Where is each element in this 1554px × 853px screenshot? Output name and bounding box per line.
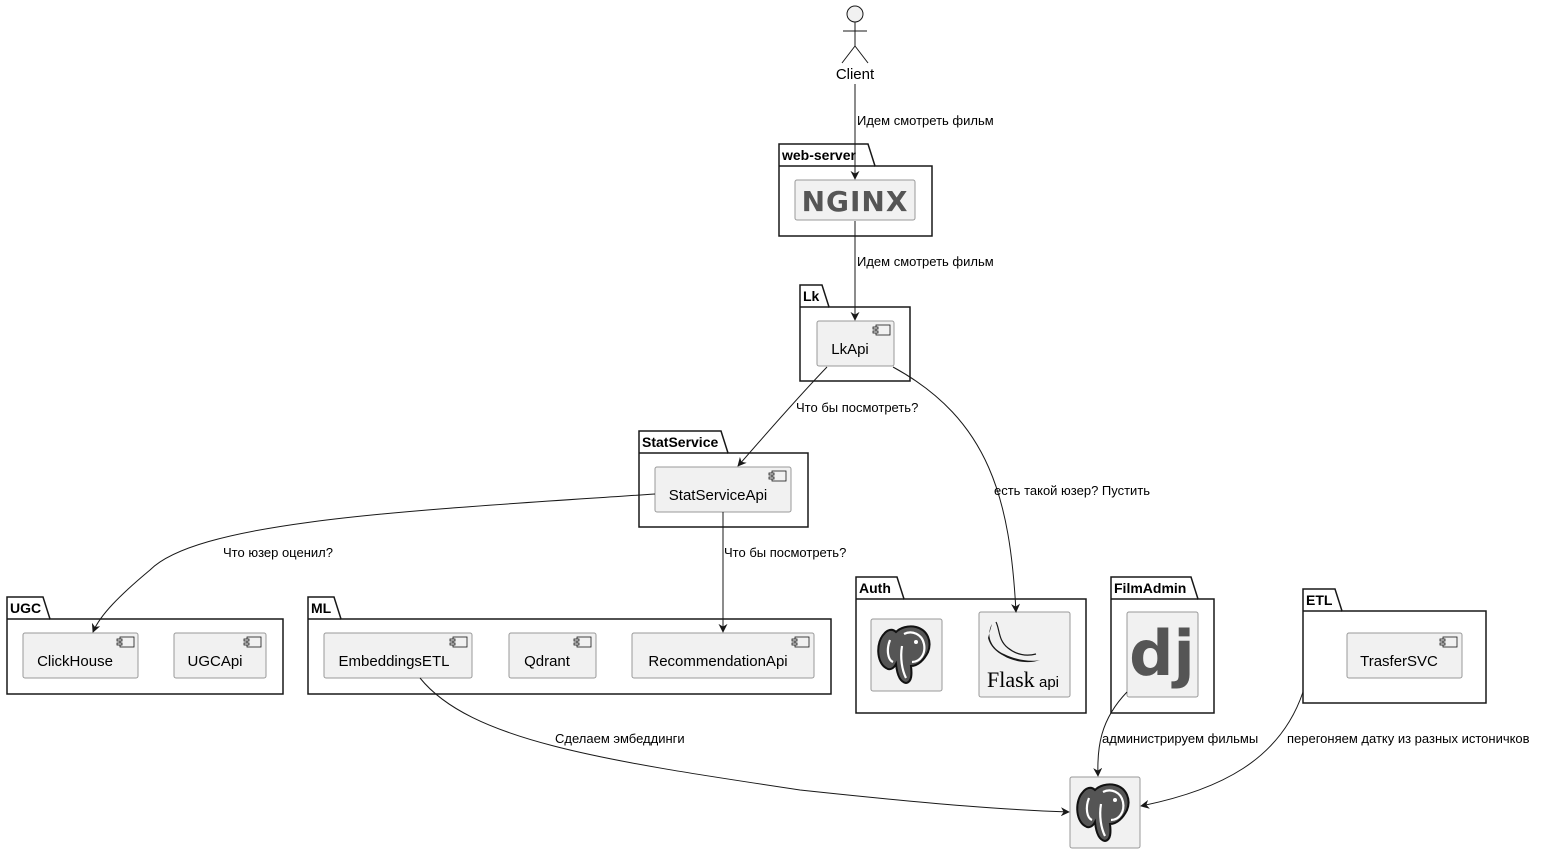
package-ml: ML EmbeddingsETL Qdrant RecommendationAp… bbox=[307, 596, 832, 695]
package-title-film-admin: FilmAdmin bbox=[1114, 580, 1186, 596]
nginx-icon: NGINX bbox=[794, 179, 916, 221]
component-label-recommendationapi: RecommendationApi bbox=[648, 653, 787, 670]
edge-label-lk-to-stat: Что бы посмотреть? bbox=[796, 400, 918, 415]
package-title-web-server: web-server bbox=[781, 147, 856, 163]
package-etl: ETL TrasferSVC bbox=[1302, 588, 1487, 704]
component-lkapi: LkApi bbox=[816, 320, 895, 367]
edge-label-filmadmin-to-db: администрируем фильмы bbox=[1102, 731, 1258, 746]
package-web-server: web-server NGINX bbox=[778, 143, 933, 237]
postgresql-icon bbox=[870, 618, 943, 692]
package-ugc: UGC ClickHouse UGCApi bbox=[6, 596, 284, 695]
edge-etl-to-db bbox=[1140, 691, 1304, 809]
component-label-lkapi: LkApi bbox=[831, 341, 869, 358]
flask-suffix: api bbox=[1039, 674, 1059, 691]
component-label-qdrant: Qdrant bbox=[524, 653, 571, 670]
component-ugcapi: UGCApi bbox=[173, 632, 267, 679]
client-label: Client bbox=[836, 66, 875, 83]
component-label-ugcapi: UGCApi bbox=[187, 653, 242, 670]
edge-filmadmin-to-db bbox=[1093, 691, 1128, 777]
component-trasfersvc: TrasferSVC bbox=[1346, 632, 1463, 679]
edge-lk-to-flask bbox=[892, 366, 1021, 613]
django-icon: dj bbox=[1126, 611, 1199, 698]
package-title-lk: Lk bbox=[803, 288, 820, 304]
package-auth: Auth Flask api bbox=[855, 576, 1087, 714]
component-clickhouse: ClickHouse bbox=[22, 632, 139, 679]
edge-label-stat-to-clickhouse: Что юзер оценил? bbox=[223, 545, 333, 560]
package-title-etl: ETL bbox=[1306, 592, 1333, 608]
package-film-admin: FilmAdmin dj bbox=[1110, 576, 1215, 714]
component-label-clickhouse: ClickHouse bbox=[37, 653, 113, 670]
edge-label-lk-to-flask: есть такой юзер? Пустить bbox=[994, 483, 1150, 498]
django-logo-text: dj bbox=[1129, 617, 1195, 690]
package-title-stat-service: StatService bbox=[642, 434, 718, 450]
edge-label-etl-to-db: перегоняем датку из разных истоничков bbox=[1287, 731, 1530, 746]
package-title-ml: ML bbox=[311, 600, 332, 616]
nginx-logo-text: NGINX bbox=[802, 185, 909, 218]
package-stat-service: StatService StatServiceApi bbox=[638, 430, 809, 528]
component-embeddingsetl: EmbeddingsETL bbox=[323, 632, 473, 679]
package-title-ugc: UGC bbox=[10, 600, 41, 616]
component-statserviceapi: StatServiceApi bbox=[654, 466, 792, 513]
flask-word: Flask bbox=[987, 667, 1035, 692]
edge-lk-to-stat bbox=[737, 366, 828, 467]
component-label-statserviceapi: StatServiceApi bbox=[669, 487, 767, 504]
component-label-trasfersvc: TrasferSVC bbox=[1360, 653, 1438, 670]
edge-labels: Идем смотреть фильм Идем смотреть фильм … bbox=[223, 113, 1530, 746]
edge-stat-to-clickhouse bbox=[91, 493, 656, 633]
edge-label-embeddings-to-db: Сделаем эмбеддинги bbox=[555, 731, 685, 746]
package-title-auth: Auth bbox=[859, 580, 891, 596]
package-lk: Lk LkApi bbox=[799, 284, 911, 382]
client-actor: Client bbox=[836, 5, 875, 83]
edge-label-client-to-nginx: Идем смотреть фильм bbox=[857, 113, 994, 128]
postgresql-database bbox=[1069, 776, 1141, 849]
edges bbox=[91, 84, 1304, 817]
edge-label-stat-to-recommendation: Что бы посмотреть? bbox=[724, 545, 846, 560]
component-label-embeddingsetl: EmbeddingsETL bbox=[339, 653, 450, 670]
component-recommendationapi: RecommendationApi bbox=[631, 632, 815, 679]
flask-icon: Flask api bbox=[978, 611, 1071, 698]
component-qdrant: Qdrant bbox=[508, 632, 597, 679]
edge-label-nginx-to-lk: Идем смотреть фильм bbox=[857, 254, 994, 269]
edge-embeddings-to-db bbox=[419, 677, 1070, 817]
